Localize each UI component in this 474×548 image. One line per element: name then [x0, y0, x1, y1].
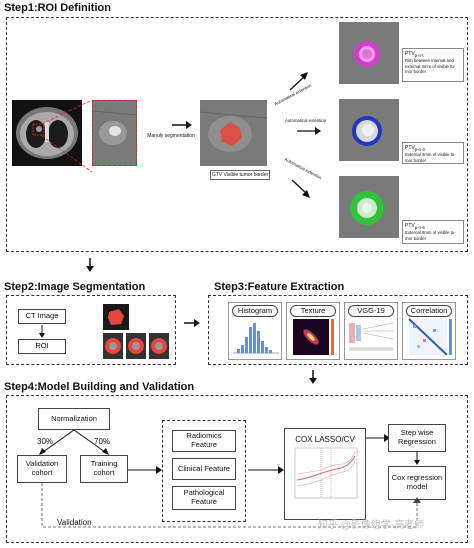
gtv-image — [200, 100, 267, 166]
arrow-right-icon — [184, 319, 200, 327]
ct-image-box: CT Image — [18, 309, 66, 324]
texture-label: Texture — [290, 305, 336, 317]
watermark-text: 知乎 @影像组学-高老师 — [318, 520, 425, 531]
ptv1-image — [339, 22, 399, 84]
texture-panel: Texture — [286, 302, 340, 360]
step3-title: Step3:Feature Extraction — [214, 281, 345, 293]
vgg-diagram — [349, 322, 394, 351]
clinical-feature-box: Clinical Feature — [172, 458, 236, 480]
ct-slice-image — [12, 100, 82, 166]
stepwise-regression-box: Step wise Regression — [388, 424, 446, 452]
step4-title: Step4:Model Building and Validation — [4, 381, 195, 393]
arrow-right-icon — [248, 466, 284, 474]
roi-box: ROI — [18, 339, 66, 354]
validation-path — [41, 483, 421, 528]
cox-lasso-box: COX LASSO/CV — [284, 428, 366, 520]
histogram-chart — [233, 323, 279, 354]
training-cohort-box: Training cohort — [80, 455, 128, 483]
ptv3-description-box: PTVp-n-6 External 6mm of visible tu-mor … — [402, 220, 464, 244]
ptv1-desc: Rim between internal and external 3mm of… — [405, 58, 456, 75]
texture-matrix-image — [293, 319, 334, 355]
normalization-box: Normalization — [38, 408, 110, 430]
arrow-down-right-icon — [291, 179, 310, 198]
arrow-down-icon — [86, 258, 94, 272]
split-arrows — [39, 430, 109, 455]
ptv2-desc: External 3mm of visible tu-mor border — [405, 152, 456, 163]
roi-thumbnail — [149, 333, 169, 359]
step2-panel — [6, 295, 176, 365]
ptv3-name: PTV — [405, 223, 415, 229]
roi-thumbnail — [103, 304, 129, 330]
arrow-down-icon — [414, 452, 420, 465]
radiomics-feature-box: Radiomics Feature — [172, 430, 236, 452]
ptv3-image — [339, 176, 399, 238]
cox-lasso-label: COX LASSO/CV — [295, 435, 355, 444]
arrow-up-right-icon — [289, 72, 308, 91]
step4-panel — [6, 395, 468, 543]
validation-label: Validation — [57, 518, 92, 527]
correlation-label: Correlation — [406, 305, 452, 317]
correlation-matrix-image — [408, 318, 452, 356]
ptv1-sub: p-n-t — [414, 53, 424, 58]
split-30-label: 30% — [37, 437, 54, 446]
ptv2-description-box: PTVp-n-3 External 3mm of visible tu-mor … — [402, 142, 464, 164]
ptv3-sub: p-n-6 — [414, 225, 425, 230]
ptv2-name: PTV — [405, 145, 415, 151]
arrow-right-icon — [366, 434, 390, 442]
vgg-label: VGG-19 — [348, 305, 394, 317]
arrow-right-icon — [297, 127, 321, 135]
gtv-label: GTV Visible tumor border — [210, 170, 270, 180]
vgg-panel: VGG-19 — [344, 302, 398, 360]
ptv1-description-box: PTVp-n-t Rim between internal and extern… — [402, 48, 464, 82]
auto-label-mid: Automatical extention — [285, 118, 327, 123]
step1-title: Step1:ROI Definition — [4, 2, 111, 14]
zoomed-tumor-image — [92, 100, 137, 166]
split-70-label: 70% — [94, 437, 111, 446]
ptv3-desc: External 6mm of visible tu-mor border — [405, 230, 456, 241]
ptv2-sub: p-n-3 — [414, 147, 425, 152]
step1-panel — [6, 17, 468, 252]
features-panel — [162, 420, 246, 522]
roi-thumbnail — [103, 333, 123, 359]
lasso-cv-chart — [294, 447, 358, 499]
validation-cohort-box: Validation cohort — [17, 455, 67, 483]
manual-segmentation-label: Manuly segmentation — [147, 133, 195, 139]
correlation-panel: Correlation — [402, 302, 456, 360]
ptv2-image — [339, 99, 399, 161]
histogram-label: Histogram — [232, 305, 278, 317]
pathological-feature-box: Pathological Feature — [172, 486, 236, 510]
arrow-icon — [172, 121, 192, 129]
arrow-right-icon — [128, 466, 162, 474]
arrow-down-icon — [309, 370, 317, 384]
roi-thumbnail — [126, 333, 146, 359]
arrow-down-icon — [39, 325, 45, 338]
cox-regression-model-box: Cox regression model — [388, 466, 446, 500]
step3-panel — [208, 295, 468, 365]
ptv1-name: PTV — [405, 51, 415, 57]
histogram-panel: Histogram — [228, 302, 282, 360]
zoom-lines — [41, 99, 93, 173]
step2-title: Step2:Image Segmentation — [4, 281, 146, 293]
